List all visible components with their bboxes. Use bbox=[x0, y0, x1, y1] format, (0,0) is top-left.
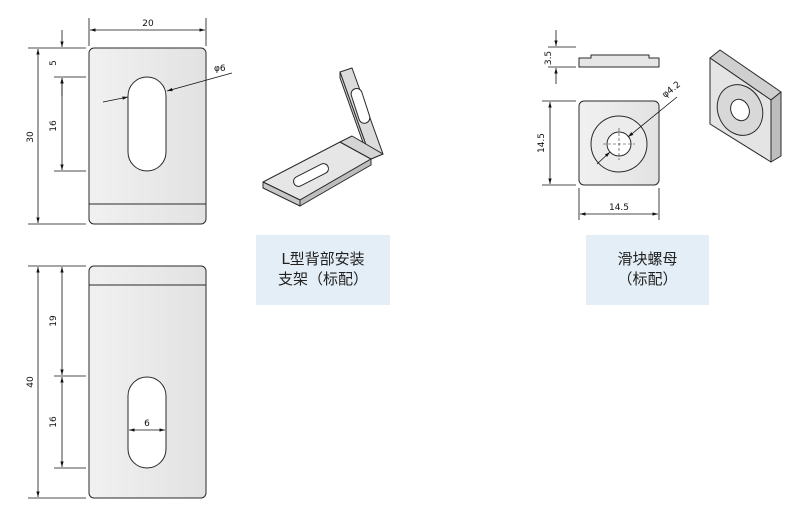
nut-label-line2: （标配） bbox=[617, 270, 678, 288]
dim-thickness: 3.5 bbox=[544, 51, 554, 65]
bracket-label: L型背部安装 支架（标配） bbox=[256, 235, 390, 305]
dim-height: 30 bbox=[26, 131, 36, 143]
nut-profile bbox=[578, 54, 660, 68]
bracket-base-side bbox=[299, 158, 372, 207]
nut-label: 滑块螺母 （标配） bbox=[586, 235, 709, 305]
bracket-bottom-view: 40 19 16 6 bbox=[26, 265, 207, 499]
base-slot bbox=[293, 163, 329, 187]
dim-slot-length-2: 16 bbox=[49, 416, 59, 428]
slot-2 bbox=[127, 376, 167, 469]
dim-slot-length: 16 bbox=[49, 120, 59, 132]
nut-side-view: 3.5 bbox=[544, 30, 660, 84]
dim-nut-hole: φ4.2 bbox=[661, 80, 683, 100]
slot bbox=[127, 76, 167, 172]
bracket-label-line2: 支架（标配） bbox=[277, 270, 368, 288]
bracket-bend bbox=[339, 135, 384, 160]
nut-3d bbox=[709, 49, 782, 163]
dim-slot-width: 6 bbox=[144, 419, 150, 429]
nut-3d-hole bbox=[730, 98, 750, 122]
nut-label-line1: 滑块螺母 bbox=[617, 250, 678, 268]
bracket-3d bbox=[262, 67, 384, 207]
dim-offset: 5 bbox=[49, 60, 59, 66]
dim-nut-side: 14.5 bbox=[537, 133, 547, 153]
dim-nut-width: 14.5 bbox=[609, 203, 629, 213]
vertical-slot bbox=[350, 87, 371, 124]
bracket-top-view: 20 30 5 16 φ6 bbox=[26, 18, 233, 225]
nut-right-face bbox=[770, 91, 782, 163]
bracket-label-line1: L型背部安装 bbox=[281, 250, 365, 268]
nut-front-view: φ4.2 14.5 14.5 bbox=[537, 80, 683, 220]
dim-top-segment: 19 bbox=[49, 315, 59, 327]
dim-width: 20 bbox=[142, 19, 154, 29]
dim-height-40: 40 bbox=[26, 376, 36, 388]
dim-hole-dia: φ6 bbox=[214, 64, 226, 74]
